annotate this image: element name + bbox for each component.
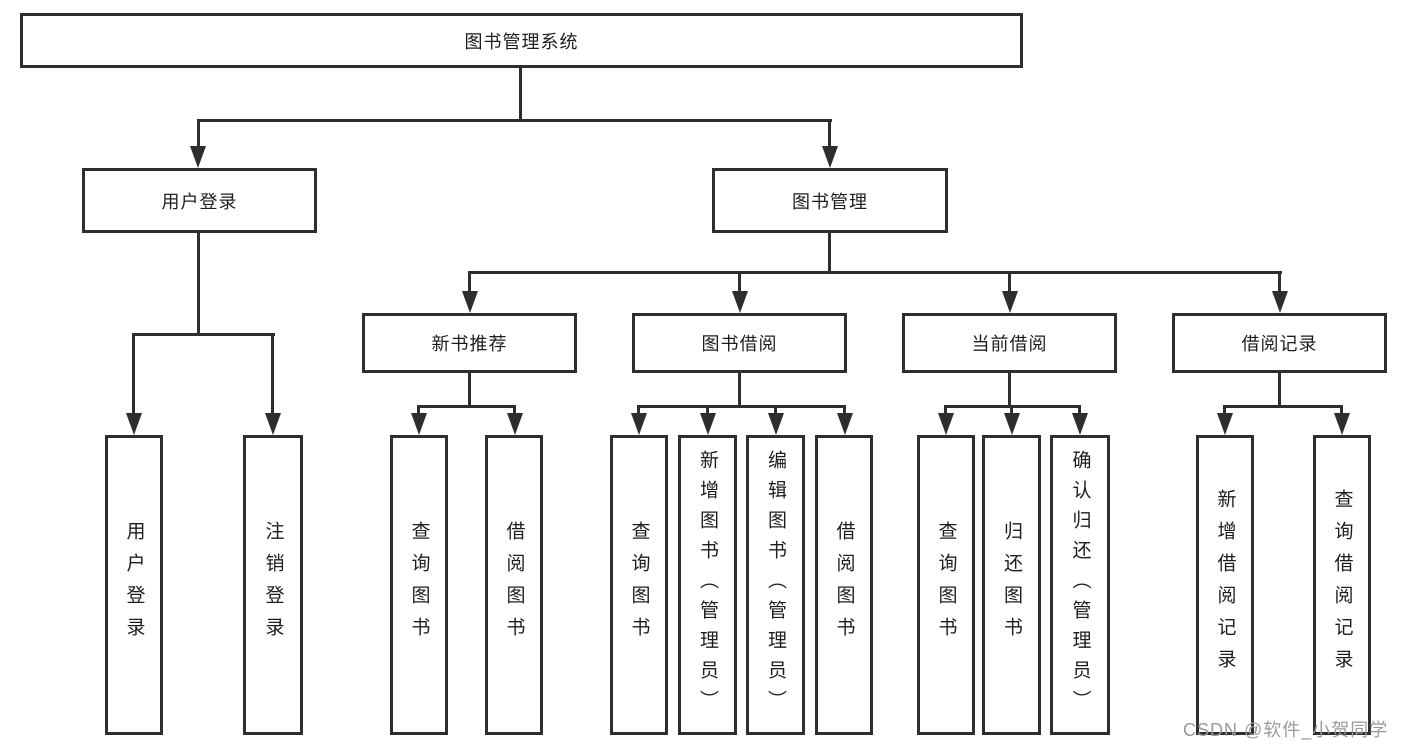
- arrow-leaf-logout: [265, 413, 281, 435]
- connector-root-bus: [197, 119, 832, 122]
- node-book-mgmt: 图书管理: [712, 168, 948, 233]
- arrow-cb-confirm: [1072, 413, 1088, 435]
- node-new-books-label: 新书推荐: [431, 334, 508, 354]
- leaf-bb-add-books-admin-label: 新增图书（管理员）: [697, 450, 718, 720]
- leaf-bb-edit-books-admin-label: 编辑图书（管理员）: [765, 450, 786, 720]
- connector-root-stem: [519, 68, 522, 122]
- connector-book-bus: [468, 271, 1282, 274]
- arrow-cb-return: [1004, 413, 1020, 435]
- node-borrowing-records-label: 借阅记录: [1241, 334, 1318, 354]
- node-current-borrowing-label: 当前借阅: [971, 334, 1048, 354]
- node-new-books: 新书推荐: [362, 313, 577, 373]
- connector-records-bus: [1223, 405, 1343, 408]
- connector-drop-bb-borrow: [843, 405, 846, 417]
- connector-newbooks-bus: [417, 405, 516, 408]
- leaf-rec-query-record-label: 查询借阅记录: [1331, 489, 1353, 681]
- leaf-bb-query-books-label: 查询图书: [628, 521, 650, 649]
- leaf-cb-confirm-return-admin: 确认归还（管理员）: [1050, 435, 1110, 735]
- connector-drop-cb-query: [944, 405, 947, 417]
- leaf-bb-add-books-admin: 新增图书（管理员）: [678, 435, 737, 735]
- arrow-rec-add: [1217, 413, 1233, 435]
- connector-borrowing-stem: [738, 373, 741, 408]
- node-current-borrowing: 当前借阅: [902, 313, 1117, 373]
- connector-newbooks-stem: [468, 373, 471, 408]
- connector-drop-records: [1278, 271, 1281, 293]
- node-book-mgmt-label: 图书管理: [792, 191, 868, 212]
- leaf-bb-borrow-books-label: 借阅图书: [833, 521, 855, 649]
- connector-drop-nb-query: [417, 405, 420, 417]
- connector-drop-cb-return: [1010, 405, 1013, 417]
- node-user-login-label: 用户登录: [161, 191, 238, 212]
- leaf-nb-query-books-label: 查询图书: [408, 521, 430, 649]
- leaf-rec-query-record: 查询借阅记录: [1313, 435, 1371, 735]
- leaf-bb-query-books: 查询图书: [610, 435, 668, 735]
- arrow-records: [1272, 291, 1288, 313]
- leaf-user-login-label: 用户登录: [123, 521, 145, 649]
- arrow-current: [1002, 291, 1018, 313]
- connector-drop-leaf-logout: [271, 333, 274, 415]
- connector-drop-book-mgmt: [828, 119, 831, 150]
- node-root: 图书管理系统: [20, 13, 1023, 68]
- node-book-borrowing: 图书借阅: [632, 313, 847, 373]
- arrow-borrowing: [732, 291, 748, 313]
- node-borrowing-records: 借阅记录: [1172, 313, 1387, 373]
- connector-drop-rec-query: [1340, 405, 1343, 417]
- connector-records-stem: [1278, 373, 1281, 408]
- leaf-rec-add-record-label: 新增借阅记录: [1214, 489, 1236, 681]
- connector-book-stem: [828, 233, 831, 274]
- arrow-bb-edit: [768, 413, 784, 435]
- connector-drop-new-books: [468, 271, 471, 293]
- csdn-watermark: CSDN @软件_小贺同学: [1183, 720, 1389, 740]
- connector-borrowing-bus: [637, 405, 846, 408]
- leaf-bb-borrow-books: 借阅图书: [815, 435, 873, 735]
- leaf-rec-add-record: 新增借阅记录: [1196, 435, 1254, 735]
- arrow-rec-query: [1334, 413, 1350, 435]
- leaf-cb-query-books-label: 查询图书: [935, 521, 957, 649]
- connector-user-stem: [197, 233, 200, 336]
- leaf-nb-borrow-books-label: 借阅图书: [503, 521, 525, 649]
- node-user-login: 用户登录: [82, 168, 317, 233]
- arrow-bb-query: [631, 413, 647, 435]
- leaf-bb-edit-books-admin: 编辑图书（管理员）: [746, 435, 805, 735]
- arrow-nb-borrow: [507, 413, 523, 435]
- leaf-nb-query-books: 查询图书: [390, 435, 448, 735]
- arrow-cb-query: [938, 413, 954, 435]
- arrow-bb-add: [700, 413, 716, 435]
- connector-drop-nb-borrow: [513, 405, 516, 417]
- leaf-logout: 注销登录: [243, 435, 303, 735]
- connector-drop-cb-confirm: [1078, 405, 1081, 417]
- arrow-user-login: [190, 146, 206, 168]
- connector-drop-borrowing: [738, 271, 741, 293]
- connector-drop-bb-add: [706, 405, 709, 417]
- node-root-label: 图书管理系统: [464, 31, 579, 52]
- arrow-book-mgmt: [822, 146, 838, 168]
- connector-drop-bb-edit: [774, 405, 777, 417]
- node-book-borrowing-label: 图书借阅: [701, 334, 778, 354]
- connector-drop-rec-add: [1223, 405, 1226, 417]
- leaf-cb-confirm-return-admin-label: 确认归还（管理员）: [1069, 450, 1091, 720]
- leaf-logout-label: 注销登录: [262, 521, 284, 649]
- connector-drop-leaf-login: [132, 333, 135, 415]
- arrow-nb-query: [411, 413, 427, 435]
- arrow-new-books: [462, 291, 478, 313]
- connector-user-bus: [132, 333, 275, 336]
- connector-current-stem: [1008, 373, 1011, 408]
- arrow-leaf-login: [126, 413, 142, 435]
- connector-drop-current: [1008, 271, 1011, 293]
- leaf-cb-return-books-label: 归还图书: [1001, 521, 1022, 649]
- connector-drop-user-login: [197, 119, 200, 150]
- leaf-user-login: 用户登录: [105, 435, 163, 735]
- leaf-cb-query-books: 查询图书: [917, 435, 975, 735]
- arrow-bb-borrow: [837, 413, 853, 435]
- leaf-cb-return-books: 归还图书: [982, 435, 1041, 735]
- leaf-nb-borrow-books: 借阅图书: [485, 435, 543, 735]
- connector-drop-bb-query: [637, 405, 640, 417]
